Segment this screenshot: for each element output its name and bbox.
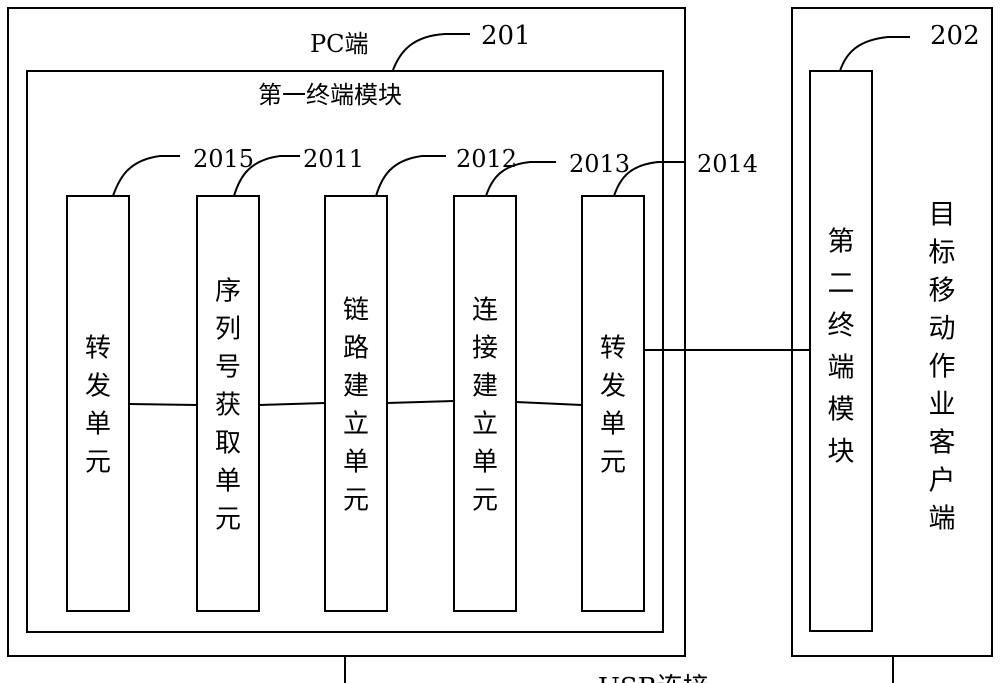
unit-ref-2012: 2012 [456, 145, 517, 173]
pc-label: PC端 [310, 30, 369, 58]
second-module-label: 第二终端模块 [828, 227, 855, 468]
mobile-ref: 202 [930, 21, 980, 51]
unit-box-2015 [66, 195, 130, 612]
unit-box-2012 [324, 195, 388, 612]
first-module-label: 第一终端模块 [258, 81, 402, 109]
mobile-leader-line [839, 36, 910, 72]
unit-ref-2015: 2015 [193, 145, 254, 173]
unit-label-2015: 转发单元 [85, 333, 111, 477]
unit-label-2012: 链路建立单元 [343, 295, 369, 515]
first-module-box [26, 70, 664, 633]
unit-label-2013: 连接建立单元 [472, 295, 498, 515]
unit-box-2011 [196, 195, 260, 612]
link-2011-2012 [258, 402, 326, 406]
unit-label-2014: 转发单元 [600, 333, 626, 477]
link-2013-2014 [515, 401, 583, 406]
unit-leader-2012 [375, 155, 446, 197]
unit-leader-2011 [233, 155, 300, 197]
pc-box [7, 7, 686, 657]
unit-leader-2014 [613, 161, 685, 197]
pc-ref: 201 [481, 21, 531, 51]
unit-box-2013 [453, 195, 517, 612]
unit-label-2011: 序列号获取单元 [215, 276, 241, 534]
mobile-label: 目标移动作业客户端 [929, 200, 956, 535]
link-2012-2013 [386, 400, 455, 404]
unit-leader-2013 [485, 161, 556, 197]
usb-label: USB连接 [598, 673, 709, 683]
unit-ref-2011: 2011 [303, 145, 364, 173]
unit-ref-2014: 2014 [697, 150, 758, 178]
unit-ref-2013: 2013 [569, 150, 630, 178]
mobile-box [791, 7, 993, 657]
link-2015-2011 [128, 403, 198, 406]
pc-leader-line [392, 33, 470, 71]
unit-leader-2015 [112, 155, 180, 197]
second-module-box [809, 70, 873, 632]
unit-box-2014 [581, 195, 645, 612]
